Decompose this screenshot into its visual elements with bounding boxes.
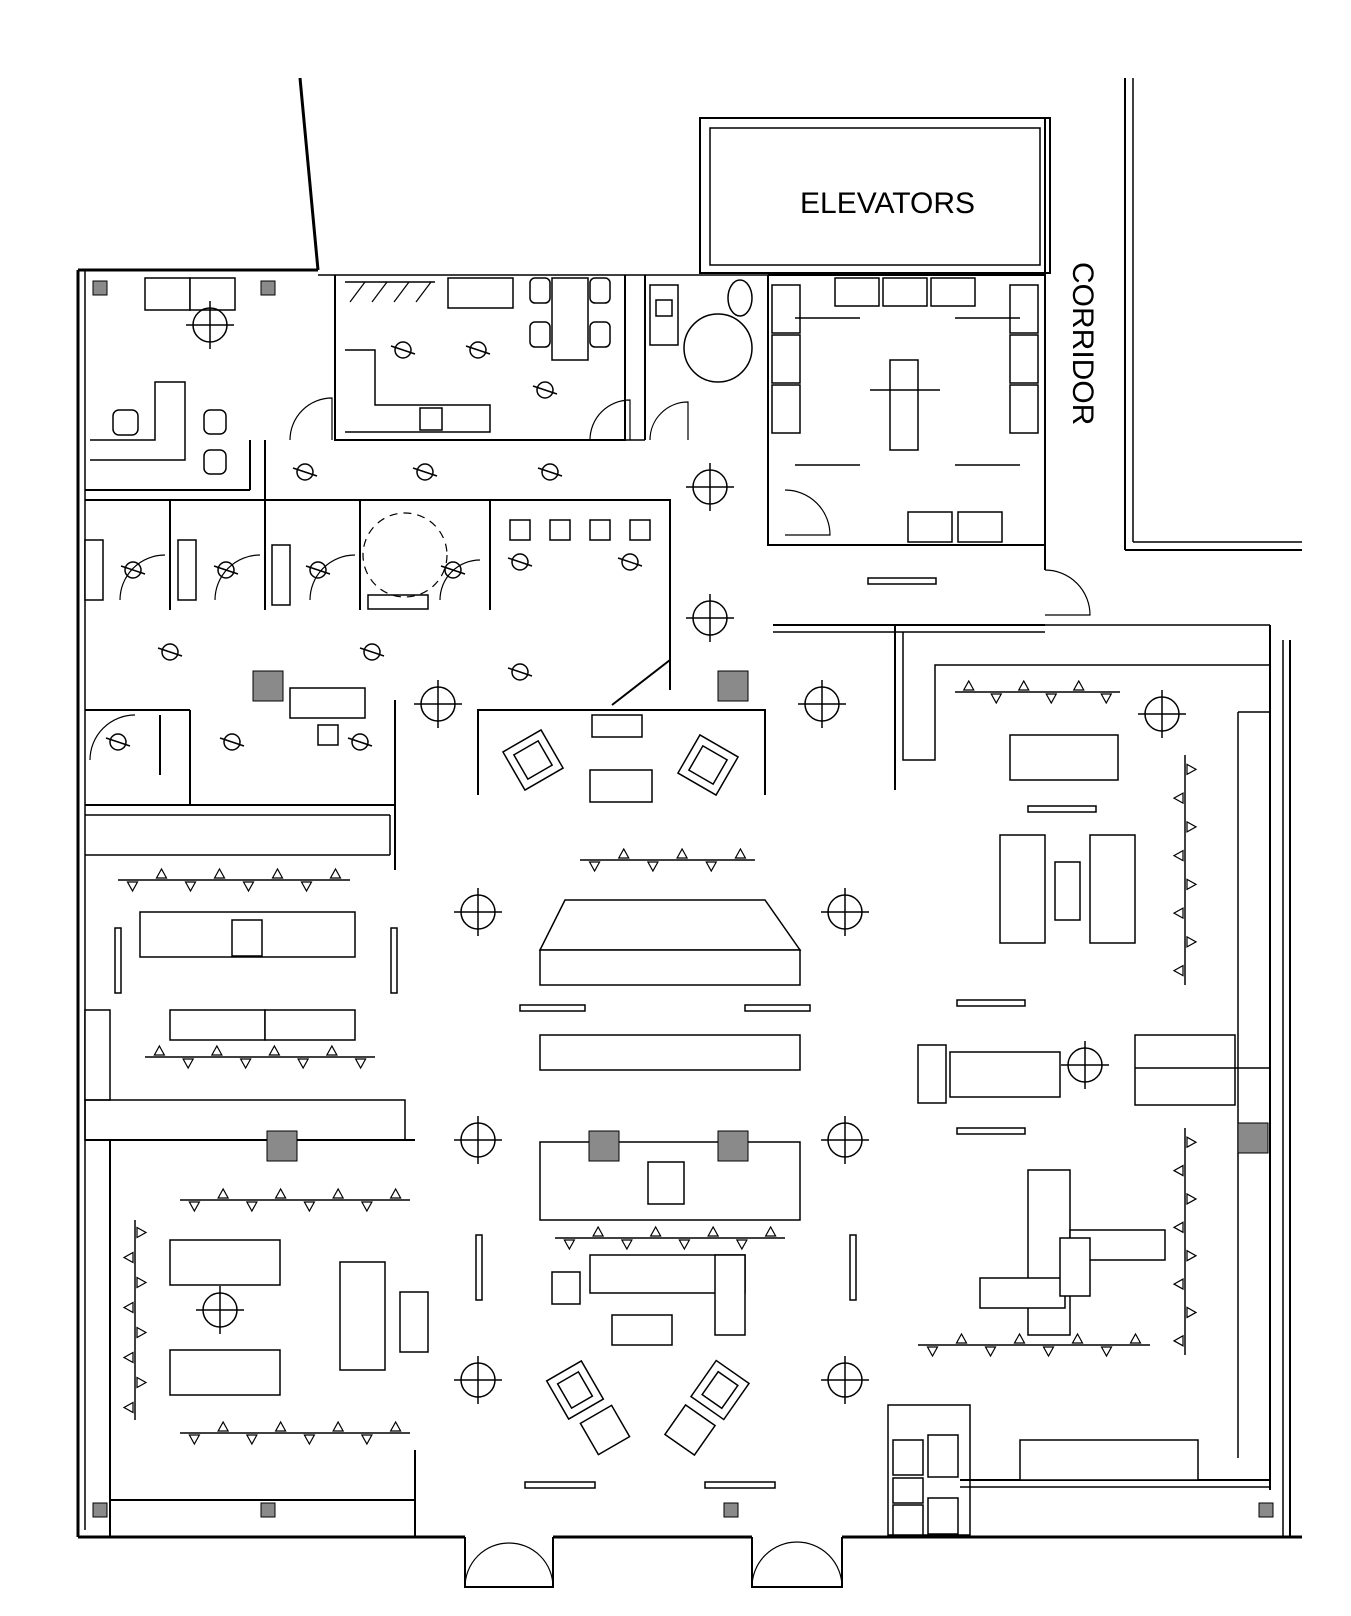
downlight-icon <box>157 643 183 661</box>
track-light-icon <box>918 1332 1150 1358</box>
track-light-icon <box>580 847 755 873</box>
track-light-icon <box>955 679 1120 705</box>
ceiling-light-icon <box>186 301 234 349</box>
left-wing-walls <box>84 1009 416 1537</box>
right-wing-walls <box>773 624 1271 1490</box>
door-swing-icon <box>289 397 333 441</box>
ceiling-light-icon <box>454 888 502 936</box>
door-swings <box>89 397 1091 1588</box>
downlight-icon <box>507 553 533 571</box>
ceiling-light-icon <box>798 680 846 728</box>
door-swing-icon <box>1044 569 1091 616</box>
structural-columns <box>92 280 1274 1518</box>
private-offices <box>84 499 671 870</box>
structural-column-icon <box>92 1502 108 1518</box>
structural-column-icon <box>588 1130 620 1162</box>
track-light-icon <box>180 1420 410 1446</box>
structural-column-icon <box>717 670 749 702</box>
downlight-icon <box>120 561 146 579</box>
door-swing-icon <box>784 489 831 536</box>
door-swing-icon <box>796 1541 843 1588</box>
downlight-icon <box>213 561 239 579</box>
track-light-icon <box>145 1044 375 1070</box>
ceiling-light-icon <box>686 594 734 642</box>
downlight-icon <box>105 733 131 751</box>
top-rooms <box>85 274 1045 690</box>
ceiling-light-icon <box>196 1286 244 1334</box>
door-swing-icon <box>214 554 261 601</box>
downlight-icon <box>305 561 331 579</box>
downlight-icon <box>219 733 245 751</box>
exterior-walls <box>76 77 1302 1588</box>
structural-column-icon <box>723 1502 739 1518</box>
downlight-icon <box>507 663 533 681</box>
elevators: ELEVATORS <box>699 117 1051 274</box>
ceiling-light-icon <box>454 1356 502 1404</box>
door-swing-icon <box>751 1541 798 1588</box>
door-swing-icon <box>508 1542 554 1588</box>
downlight-icon <box>390 341 416 359</box>
door-swing-icon <box>439 559 481 601</box>
structural-column-icon <box>1237 1122 1269 1154</box>
display-fixtures <box>114 734 1166 1536</box>
downlight-icon <box>537 463 563 481</box>
ceiling-light-icon <box>821 1356 869 1404</box>
downlight-icon <box>532 381 558 399</box>
track-light-icon <box>118 867 350 893</box>
track-light-icon <box>122 1220 148 1420</box>
ceiling-light-icon <box>414 680 462 728</box>
ceiling-light-icon <box>1061 1041 1109 1089</box>
reception-lounge <box>477 709 766 803</box>
structural-column-icon <box>92 280 108 296</box>
ceiling-light-icon <box>454 1116 502 1164</box>
track-light-icon <box>555 1225 785 1251</box>
elevators-label: ELEVATORS <box>800 187 975 220</box>
downlight-icon <box>359 643 385 661</box>
door-swing-icon <box>649 401 689 441</box>
downlight-icon <box>347 733 373 751</box>
track-lights <box>118 679 1198 1446</box>
door-swing-icon <box>309 554 356 601</box>
downlight-icon <box>412 463 438 481</box>
structural-column-icon <box>717 1130 749 1162</box>
ceiling-light-icon <box>821 1116 869 1164</box>
door-swing-icon <box>119 554 166 601</box>
track-light-icon <box>180 1187 410 1213</box>
downlight-icon <box>465 341 491 359</box>
track-light-icon <box>1172 755 1198 985</box>
downlight-icon <box>617 553 643 571</box>
door-swing-icon <box>464 1542 510 1588</box>
track-light-icon <box>1172 1128 1198 1355</box>
downlight-icon <box>292 463 318 481</box>
ceiling-light-icon <box>686 463 734 511</box>
structural-column-icon <box>266 1130 298 1162</box>
downlight-icon <box>440 561 466 579</box>
structural-column-icon <box>260 1502 276 1518</box>
ceiling-light-icon <box>821 888 869 936</box>
downlights <box>105 341 643 751</box>
structural-column-icon <box>252 670 284 702</box>
door-swing-icon <box>589 399 631 441</box>
ceiling-lights <box>186 301 1186 1404</box>
corridor-label: CORRIDOR <box>1066 262 1099 425</box>
door-swing-icon <box>89 714 136 761</box>
structural-column-icon <box>1258 1502 1274 1518</box>
ceiling-light-icon <box>1138 690 1186 738</box>
structural-column-icon <box>260 280 276 296</box>
